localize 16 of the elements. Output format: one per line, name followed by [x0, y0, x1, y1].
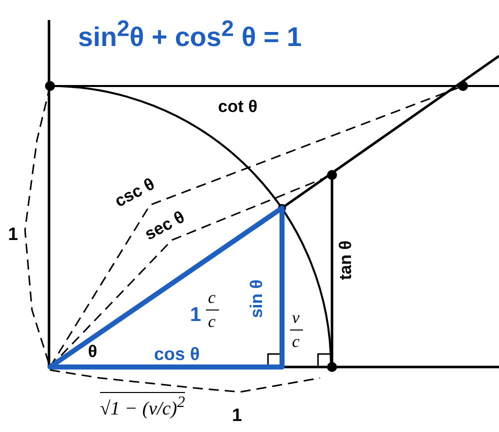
formula-label: √1 − (v/c)$^{2}$: [100, 392, 185, 418]
function-label: cos θ: [154, 345, 200, 363]
function-label: tan θ: [337, 240, 354, 280]
hypotenuse-label: 1: [190, 305, 202, 325]
function-label: sec θ: [142, 208, 188, 243]
angle-label: θ: [88, 343, 98, 360]
function-label: sin θ: [248, 280, 265, 318]
fraction-label: c: [292, 333, 300, 351]
fraction-label: c: [208, 313, 216, 331]
title: sin$^{2}$θ + cos$^{2}$ θ = 1: [78, 18, 302, 51]
dimension-label: 1: [8, 225, 18, 243]
fraction-label: c: [208, 289, 216, 307]
dimension-label: 1: [232, 406, 242, 424]
function-label: cot θ: [218, 98, 258, 115]
function-label: csc θ: [112, 175, 158, 210]
fraction-label: v: [292, 309, 300, 327]
